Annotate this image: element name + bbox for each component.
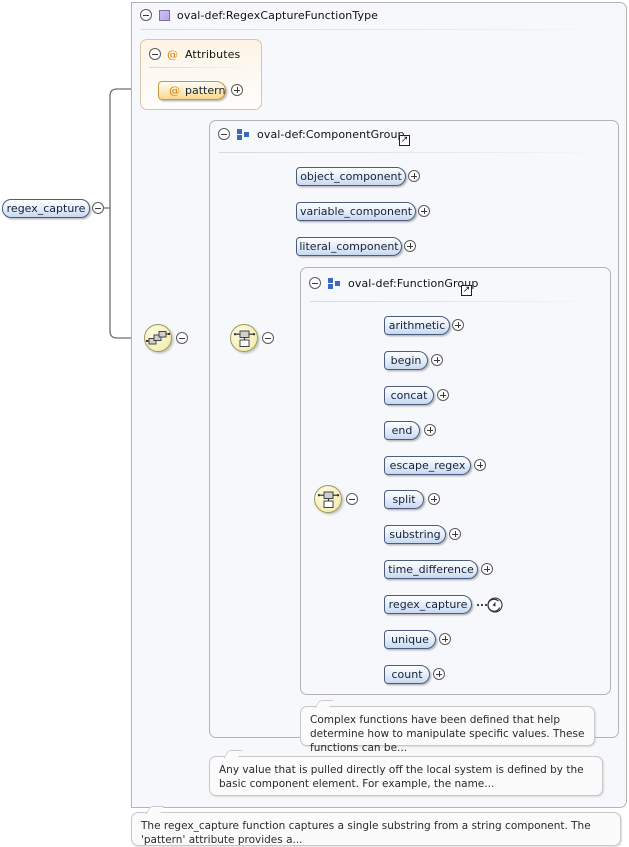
expand-toggle-concat[interactable] (437, 389, 449, 401)
function-group-container (300, 267, 611, 695)
root-annotation: The regex_capture function captures a si… (131, 806, 621, 846)
element-node-concat[interactable]: concat (384, 386, 434, 405)
sequence-connector-icon-outer[interactable] (230, 324, 258, 352)
expand-toggle-substring[interactable] (449, 528, 461, 540)
function-group-header: oval-def:FunctionGroup (300, 270, 478, 296)
at-sign-icon: @ (169, 84, 180, 97)
root-element-label: regex_capture (6, 202, 86, 215)
component-group-collapse-toggle[interactable] (218, 128, 230, 140)
type-collapse-toggle[interactable] (140, 9, 152, 21)
function-group-header-rule (310, 301, 603, 302)
element-node-literal-component[interactable]: literal_component (296, 237, 402, 256)
attributes-header: @ Attributes (140, 41, 240, 67)
expand-toggle-split[interactable] (428, 493, 440, 505)
attribute-node-pattern[interactable]: @ pattern (158, 81, 226, 100)
element-label: end (391, 424, 413, 437)
at-sign-icon: @ (167, 47, 178, 61)
type-header: oval-def:RegexCaptureFunctionType (131, 2, 378, 28)
external-link-icon[interactable]: ↗ (461, 285, 472, 296)
component-group-annotation: Any value that is pulled directly off th… (209, 750, 603, 796)
element-label: variable_component (299, 205, 413, 218)
element-label: split (392, 493, 416, 506)
callout-tail (223, 750, 243, 758)
element-node-count[interactable]: count (384, 665, 430, 684)
element-label: time_difference (388, 563, 474, 576)
annotation-text: Any value that is pulled directly off th… (219, 764, 584, 790)
sequence-connector-icon-inner[interactable] (314, 485, 342, 513)
annotation-text: Complex functions have been defined that… (310, 714, 585, 754)
annotation-text: The regex_capture function captures a si… (141, 820, 591, 846)
complex-type-icon (159, 9, 170, 21)
element-node-split[interactable]: split (384, 490, 424, 509)
element-node-variable-component[interactable]: variable_component (296, 202, 416, 221)
element-node-unique[interactable]: unique (384, 630, 436, 649)
element-node-begin[interactable]: begin (384, 351, 428, 370)
element-label: escape_regex (389, 459, 466, 472)
expand-toggle-begin[interactable] (431, 354, 443, 366)
element-node-time-difference[interactable]: time_difference (384, 560, 478, 579)
choice-connector-icon[interactable] (144, 324, 172, 352)
choice-collapse-toggle[interactable] (176, 332, 188, 344)
component-group-header-rule (219, 152, 611, 153)
external-link-icon[interactable]: ↗ (399, 135, 410, 146)
element-label: literal_component (299, 240, 399, 253)
callout-tail (145, 806, 165, 814)
component-group-label: oval-def:ComponentGroup (257, 127, 405, 141)
component-group-header: oval-def:ComponentGroup (209, 121, 405, 147)
attribute-label: pattern (185, 84, 226, 97)
expand-toggle-unique[interactable] (439, 633, 451, 645)
element-label: substring (389, 528, 441, 541)
attribute-expand-toggle[interactable] (231, 84, 243, 96)
expand-toggle-escape-regex[interactable] (474, 459, 486, 471)
function-group-annotation: Complex functions have been defined that… (300, 700, 595, 754)
type-header-rule (141, 29, 619, 30)
element-node-substring[interactable]: substring (384, 525, 446, 544)
element-label: arithmetic (388, 319, 446, 332)
expand-toggle-literal-component[interactable] (404, 240, 416, 252)
attributes-label: Attributes (185, 47, 241, 61)
element-label: concat (390, 389, 428, 402)
expand-toggle-end[interactable] (424, 424, 436, 436)
element-label: regex_capture (388, 598, 468, 611)
function-group-label: oval-def:FunctionGroup (348, 276, 479, 290)
sequence-collapse-toggle-inner[interactable] (346, 493, 358, 505)
element-node-end[interactable]: end (384, 421, 420, 440)
attributes-collapse-toggle[interactable] (149, 48, 161, 60)
type-label: oval-def:RegexCaptureFunctionType (177, 8, 379, 22)
model-group-icon (328, 277, 340, 289)
recursion-marker-icon[interactable] (475, 596, 505, 613)
expand-toggle-time-difference[interactable] (481, 563, 493, 575)
root-element-node[interactable]: regex_capture (2, 199, 90, 218)
element-label: object_component (300, 170, 402, 183)
attributes-header-rule (149, 67, 253, 68)
element-label: unique (391, 633, 429, 646)
element-node-object-component[interactable]: object_component (296, 167, 406, 186)
callout-tail (314, 700, 334, 708)
element-label: count (391, 668, 423, 681)
function-group-collapse-toggle[interactable] (309, 277, 321, 289)
model-group-icon (237, 128, 249, 140)
expand-toggle-variable-component[interactable] (418, 205, 430, 217)
root-collapse-toggle[interactable] (92, 202, 104, 214)
expand-toggle-object-component[interactable] (408, 170, 420, 182)
element-node-regex-capture[interactable]: regex_capture (384, 595, 472, 614)
element-label: begin (390, 354, 422, 367)
sequence-collapse-toggle-outer[interactable] (262, 332, 274, 344)
element-node-escape-regex[interactable]: escape_regex (384, 456, 471, 475)
element-node-arithmetic[interactable]: arithmetic (384, 316, 450, 335)
expand-toggle-count[interactable] (433, 668, 445, 680)
expand-toggle-arithmetic[interactable] (452, 319, 464, 331)
